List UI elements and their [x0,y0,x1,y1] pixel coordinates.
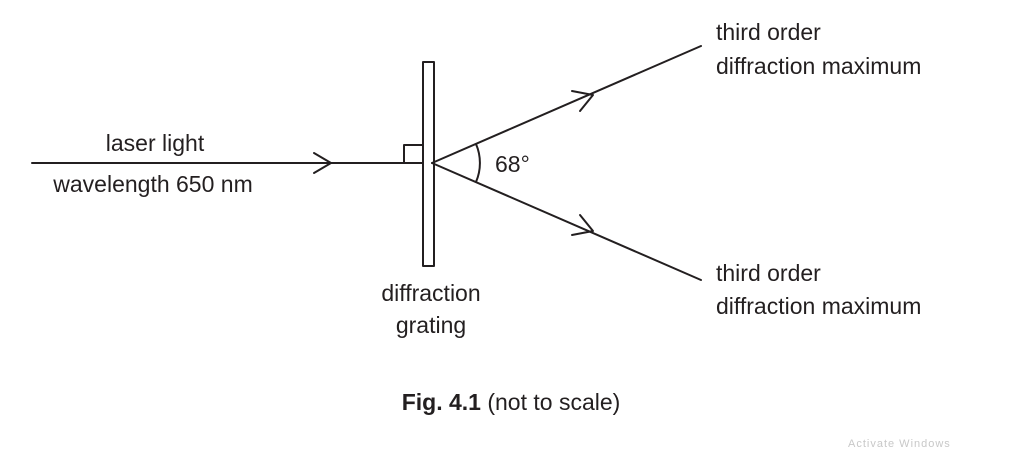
upper-maximum-label-line2: diffraction maximum [716,53,921,79]
right-angle-marker [403,144,423,164]
incident-arrowhead [313,152,332,174]
laser-label-line2: wavelength 650 nm [52,171,252,197]
angle-arc [475,143,481,183]
upper-ray-arrowhead [571,90,594,112]
lower-ray-arrowhead [571,214,594,236]
lower-maximum-label-line1: third order [716,260,821,286]
upper-maximum-label-line1: third order [716,19,821,45]
lower-maximum-label-line2: diffraction maximum [716,293,921,319]
figure-caption: Fig. 4.1 (not to scale) [0,389,1022,416]
upper-diffracted-ray [431,45,702,164]
figure-note: (not to scale) [480,389,621,415]
diffraction-diagram: laser light wavelength 650 nm third orde… [31,19,921,338]
os-watermark: Activate Windows [848,438,951,450]
angle-label: 68° [495,151,530,177]
laser-label-line1: laser light [106,130,205,156]
grating-label-line2: grating [396,312,466,338]
lower-diffracted-ray [431,162,702,281]
figure-number: Fig. 4.1 [401,389,481,415]
grating-label-line1: diffraction [381,280,480,306]
